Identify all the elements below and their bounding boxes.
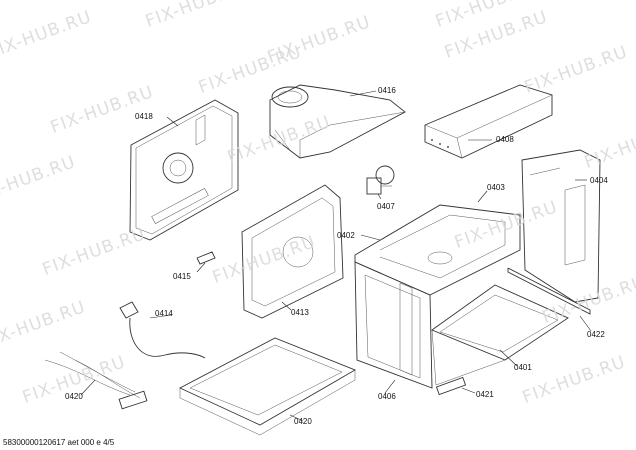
part-0404-side-panel [521,149,601,303]
part-0415-bracket [196,251,216,265]
part-0420-wiring-harness [44,351,148,410]
part-0401-rack-frame [431,284,569,386]
part-label-0422: 0422 [587,330,605,339]
part-label-0402: 0402 [337,231,355,240]
part-0422-telescopic-rail [507,267,591,315]
part-label-0420: 0420 [65,392,83,401]
part-label-0404: 0404 [590,176,608,185]
part-0408-top-cover [424,84,553,159]
part-label-0413: 0413 [291,308,309,317]
part-0407-fan-motor [366,165,395,195]
part-label-0414: 0414 [155,309,173,318]
part-0413-rear-frame [241,184,344,319]
part-0416-cooling-fan-duct [269,84,406,159]
part-0414-power-cable [119,301,206,359]
part-0420-bottom-tray [178,337,357,436]
part-0402-oven-muffle [354,204,521,389]
part-label-0407: 0407 [377,202,395,211]
part-0421-bracket [435,376,467,396]
part-label-0421: 0421 [476,390,494,399]
part-label-0403: 0403 [487,183,505,192]
part-label-0418: 0418 [135,112,153,121]
leader-lines [80,90,592,422]
part-label-0416: 0416 [378,86,396,95]
document-reference: 58300000120617 aet 000 e 4/5 [3,438,115,447]
part-label-0408: 0408 [496,135,514,144]
part-label-0420: 0420 [294,417,312,426]
part-label-0415: 0415 [173,272,191,281]
part-label-0406: 0406 [378,392,396,401]
part-label-0401: 0401 [514,363,532,372]
part-0418-back-panel [129,99,239,241]
